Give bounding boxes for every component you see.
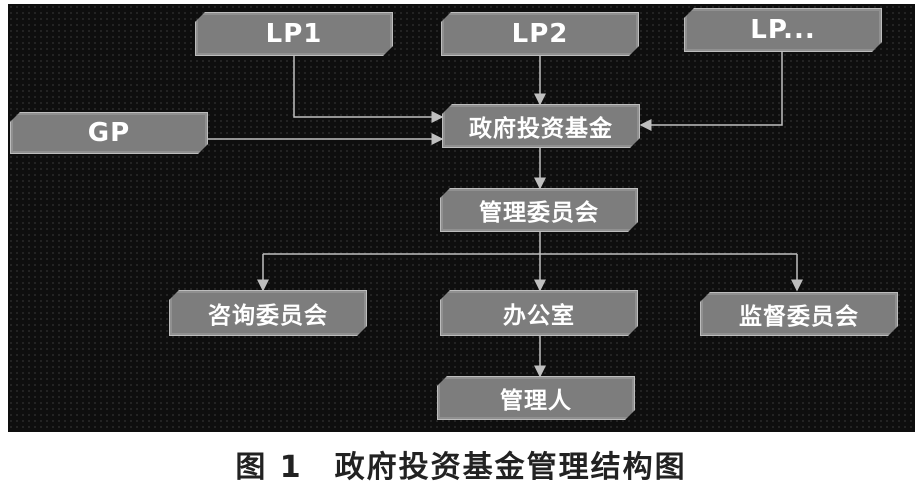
node-lp-more: LP... [684, 8, 882, 52]
edge-lp1-fund [293, 56, 444, 123]
node-supervisory-committee: 监督委员会 [700, 292, 898, 336]
node-manager: 管理人 [437, 376, 635, 420]
node-lp1: LP1 [195, 12, 393, 56]
edge-lpmore-fund [639, 50, 783, 131]
node-office: 办公室 [440, 290, 638, 336]
node-advisory-committee: 咨询委员会 [169, 290, 367, 336]
figure-caption: 图 1 政府投资基金管理结构图 [235, 450, 687, 485]
node-gp: GP [10, 112, 208, 154]
node-government-fund: 政府投资基金 [442, 104, 640, 148]
node-management-committee: 管理委员会 [440, 188, 638, 232]
node-lp2: LP2 [441, 12, 639, 56]
